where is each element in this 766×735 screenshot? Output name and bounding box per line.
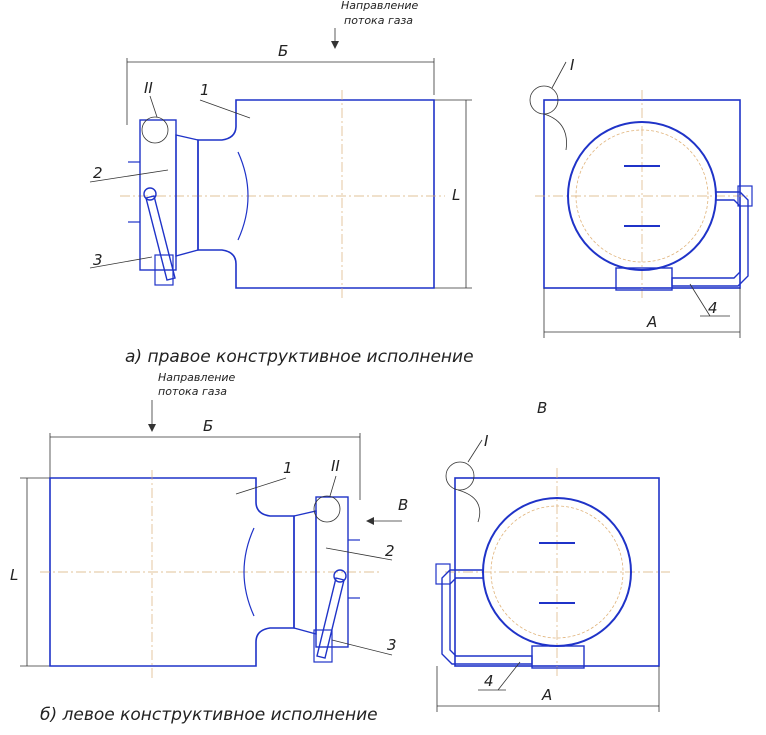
bottom-view-arrowhead: [366, 517, 374, 525]
top-flow-label-2: потока газа: [344, 14, 413, 27]
bottom-dim-width-label: Б: [203, 417, 213, 435]
top-part-3-leader: [89, 256, 153, 269]
bottom-front-callout-i-curve: [457, 489, 481, 523]
bottom-callout-ii-leader: [329, 475, 337, 497]
top-flow-label-1: Направление: [341, 0, 419, 12]
top-lever-arm: [145, 195, 176, 281]
top-part-1-label: 1: [200, 81, 210, 99]
bottom-front-pipe-nut: [435, 563, 451, 585]
top-body-outline: [197, 99, 435, 289]
bottom-view-label: В: [537, 399, 547, 417]
top-front-disc: [567, 121, 717, 271]
bottom-part-3-leader: [331, 639, 393, 656]
bottom-front-callout-i-label: I: [484, 432, 489, 450]
top-dim-width-label: Б: [278, 42, 288, 60]
top-inner-arc: [237, 151, 249, 241]
bottom-callout-ii-label: II: [331, 457, 340, 475]
bottom-flange: [293, 510, 317, 635]
top-front-callout-i-leader: [551, 61, 567, 89]
bottom-flow-label-2: потока газа: [158, 385, 227, 398]
bottom-flow-label-1: Направление: [158, 371, 236, 384]
bottom-side-view: Направление потока газа Б L В: [10, 371, 408, 678]
bottom-part-3-label: 3: [387, 636, 397, 654]
bottom-flow-arrowhead: [148, 424, 156, 432]
top-front-dim-label: A: [646, 313, 657, 331]
bottom-front-callout-i-leader: [467, 439, 483, 463]
bottom-callout-ii-circle: [313, 495, 341, 523]
bottom-part-4-leader: [497, 661, 521, 691]
bottom-inner-arc: [243, 527, 255, 617]
bottom-front-callout-i-circle: [445, 461, 475, 491]
bottom-front-dim-label: A: [541, 686, 552, 704]
top-part-2-label: 2: [93, 164, 103, 182]
top-caption: а) правое конструктивное исполнение: [125, 347, 474, 367]
top-part-3-label: 3: [93, 251, 103, 269]
bottom-dim-height-label: L: [10, 566, 18, 584]
bottom-part-2-label: 2: [385, 542, 395, 560]
bottom-part-1-label: 1: [283, 459, 293, 477]
bottom-view-arrow-label: В: [398, 496, 408, 514]
top-front-pipe: [671, 191, 749, 287]
bottom-lever-arm: [316, 577, 345, 659]
bottom-part-4-label: 4: [484, 672, 494, 690]
top-lever-pivot: [143, 187, 157, 201]
bottom-lever-pivot: [333, 569, 347, 583]
top-front-callout-i-label: I: [570, 56, 575, 74]
bottom-front-disc-inner: [490, 505, 624, 639]
top-flange: [175, 134, 199, 257]
top-part-2-leader: [89, 169, 169, 183]
bottom-part-2-leader: [325, 547, 393, 561]
top-callout-ii-leader: [149, 95, 158, 118]
top-dim-height-label: L: [452, 186, 460, 204]
bottom-part-1-leader: [235, 477, 287, 495]
top-callout-ii-label: II: [144, 79, 153, 97]
top-part-4-leader: [689, 283, 711, 317]
top-side-view: Направление потока газа Б L II: [89, 0, 472, 300]
top-front-disc-inner: [575, 129, 709, 263]
top-part-4-label: 4: [708, 299, 718, 317]
bottom-caption: б) левое конструктивное исполнение: [40, 705, 378, 725]
top-front-view: I A 4: [529, 56, 753, 338]
top-front-pipe-nut: [737, 185, 753, 207]
top-front-callout-i-curve: [543, 113, 567, 151]
bottom-front-view: В I A 4: [435, 399, 670, 712]
bottom-front-pipe-clamp: [531, 645, 585, 669]
top-valve-plate: [139, 119, 177, 271]
top-callout-ii-circle: [141, 116, 169, 144]
top-part-1-leader: [199, 99, 251, 119]
top-flow-arrowhead: [331, 41, 339, 49]
top-front-pipe-clamp: [615, 267, 673, 291]
